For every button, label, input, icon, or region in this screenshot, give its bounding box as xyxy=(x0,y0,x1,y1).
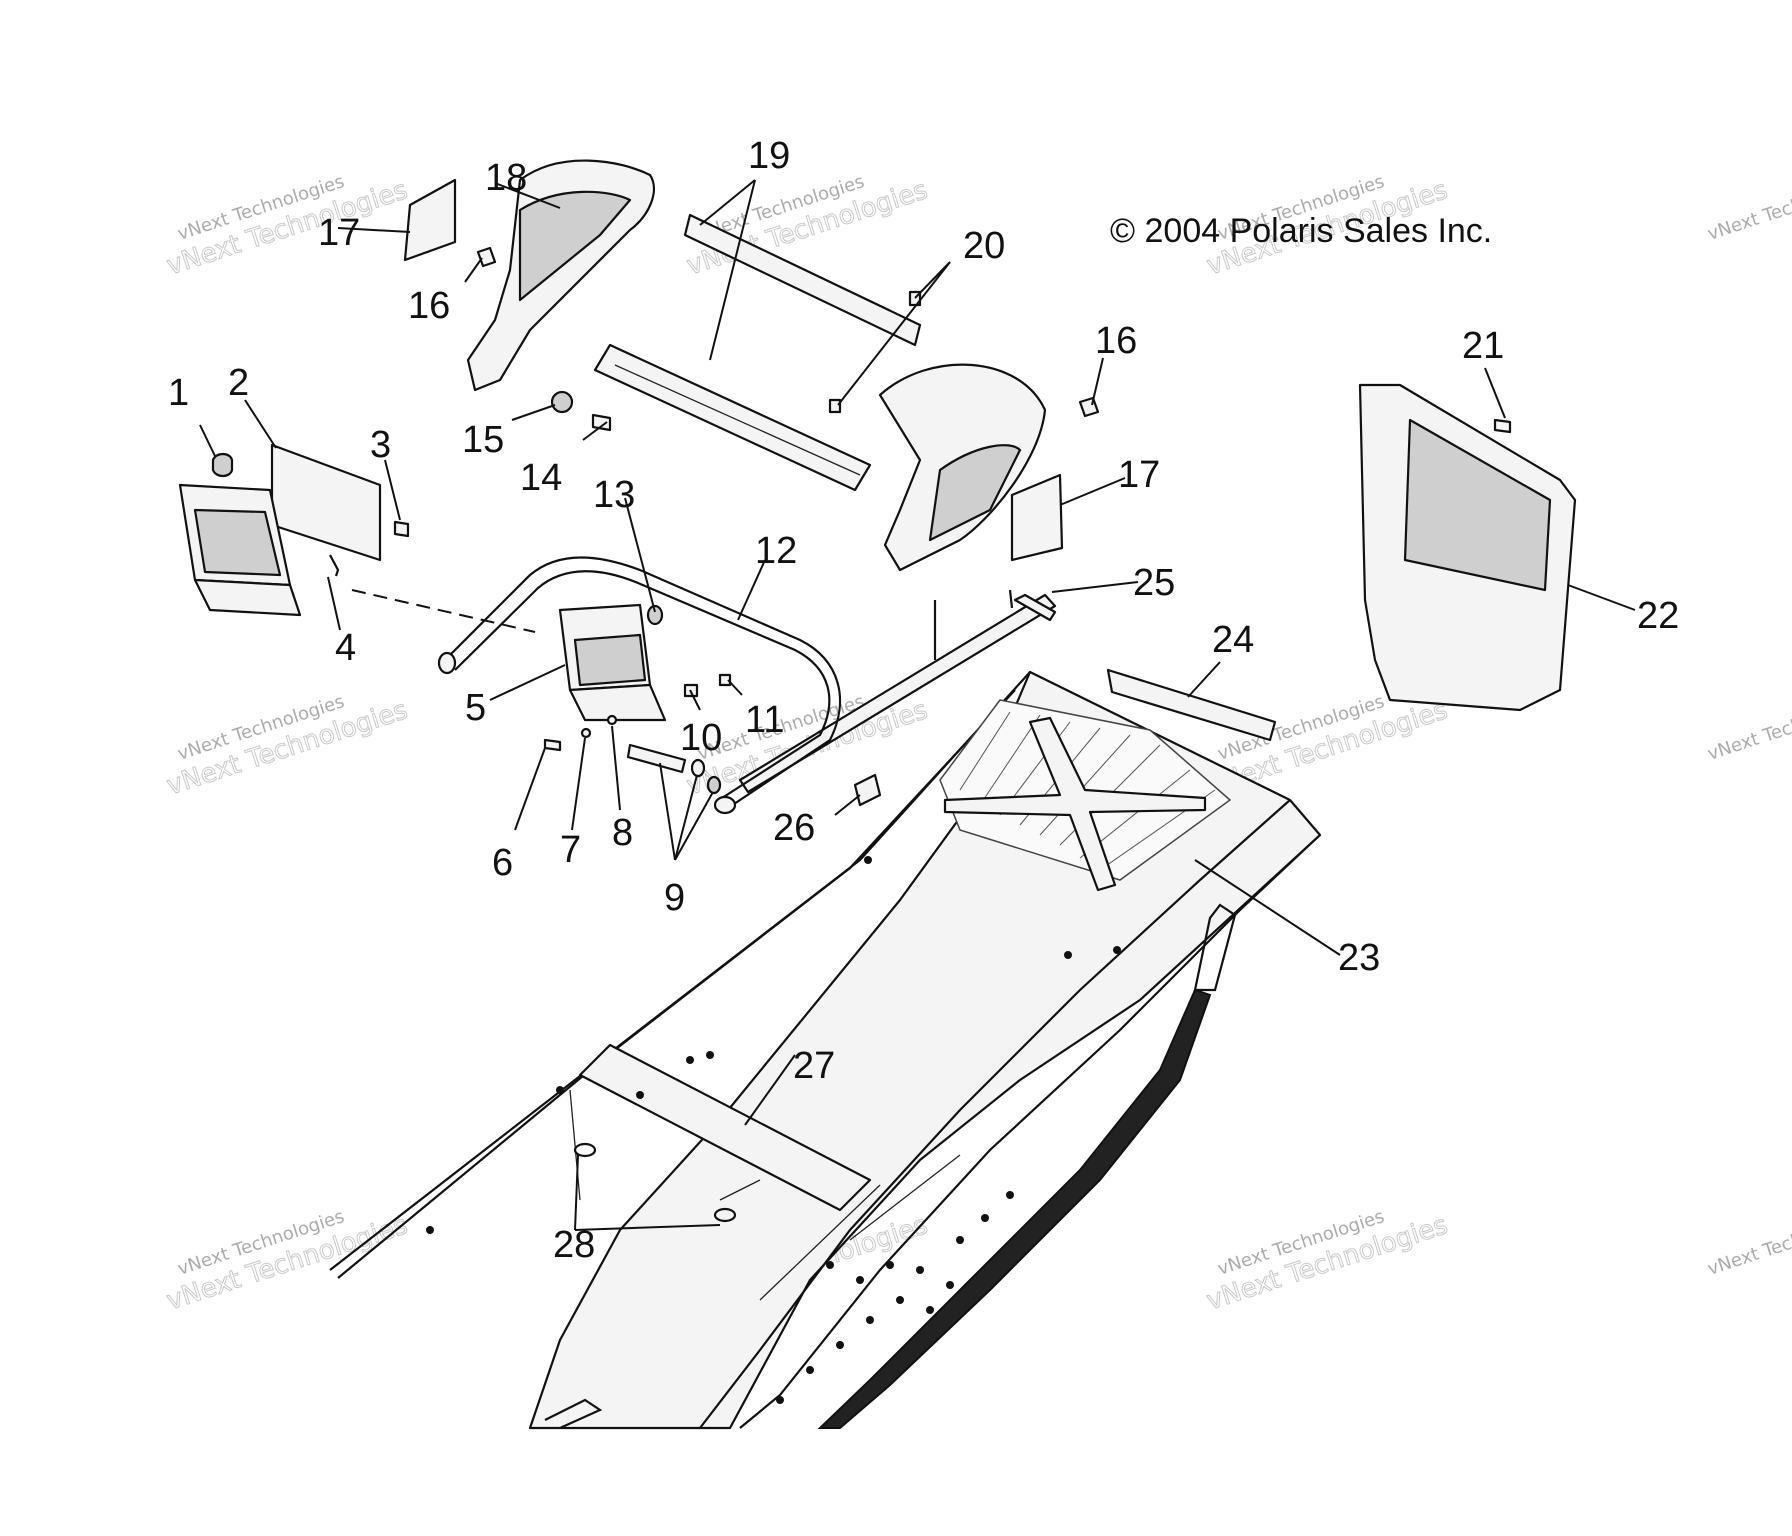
callout-4: 4 xyxy=(335,627,356,669)
part-4-wire xyxy=(329,554,340,577)
callout-11: 11 xyxy=(745,699,784,741)
callout-22: 22 xyxy=(1637,595,1679,637)
tunnel-cross-brace xyxy=(943,716,1207,892)
part-2-lens xyxy=(270,443,382,562)
part-1-bulb xyxy=(211,452,234,478)
callout-3: 3 xyxy=(370,424,391,466)
callout-7: 7 xyxy=(560,829,581,871)
callout-2: 2 xyxy=(228,362,249,404)
watermark: vNext Technologies xyxy=(1705,1206,1792,1280)
crossmember-plate xyxy=(578,1043,872,1212)
callout-26: 26 xyxy=(773,807,815,849)
tunnel-oval-hole xyxy=(573,1142,597,1158)
part-21-screw xyxy=(1493,418,1512,434)
part-20-screw-bottom xyxy=(828,398,842,414)
watermark: vNext Technologies xyxy=(1705,171,1792,245)
callout-17-right: 17 xyxy=(1118,454,1160,496)
watermark: vNext Technologies vNext Technologies xyxy=(1203,1206,1452,1317)
callout-25: 25 xyxy=(1133,562,1175,604)
part-9-washer xyxy=(706,775,722,795)
callout-16-right: 16 xyxy=(1095,320,1137,362)
callout-14: 14 xyxy=(520,457,562,499)
watermark-text: vNext Technologies xyxy=(1705,1206,1792,1280)
part-25-rail xyxy=(738,589,1057,794)
callout-13: 13 xyxy=(593,474,635,516)
part-16-bolt-left xyxy=(476,246,497,268)
callout-1: 1 xyxy=(168,372,189,414)
watermark: vNext Technologies vNext Technologies xyxy=(683,171,932,282)
part-9-washer xyxy=(690,758,706,778)
part-3-screw xyxy=(393,520,410,538)
part-8-washer xyxy=(606,714,618,726)
heat-exchanger-strip xyxy=(817,988,1212,1429)
part-18-handle-left xyxy=(466,159,655,392)
callout-12: 12 xyxy=(755,530,797,572)
callout-24: 24 xyxy=(1212,619,1254,661)
part-15-washer xyxy=(550,390,574,414)
heat-exchanger-tube xyxy=(1193,903,1237,992)
tunnel-holes xyxy=(426,856,1121,1404)
callout-17-left: 17 xyxy=(318,212,360,254)
tunnel-panel-lines xyxy=(569,1089,961,1301)
callout-15: 15 xyxy=(462,419,504,461)
callout-28: 28 xyxy=(553,1224,595,1266)
part-19-bars xyxy=(593,213,922,492)
callout-16-left: 16 xyxy=(408,285,450,327)
part-1-4-light-assembly xyxy=(178,443,410,617)
part-11-nut xyxy=(718,673,732,687)
tunnel-oval-hole xyxy=(713,1207,737,1223)
tunnel-right-edge-2 xyxy=(699,799,1291,1429)
leader-lines xyxy=(199,179,1636,1231)
callout-labels: 1 2 3 4 5 6 7 8 9 10 11 12 13 14 15 16 1… xyxy=(168,135,1679,1266)
callout-10: 10 xyxy=(680,717,722,759)
part-7-washer xyxy=(580,727,592,739)
tunnel-left-edge-lower xyxy=(337,689,1016,1279)
part-9-bolt xyxy=(626,743,687,774)
part-6-pin xyxy=(543,738,562,752)
part-24-bar xyxy=(1106,668,1277,742)
watermark-text: vNext Technologies xyxy=(1705,691,1792,765)
part-12-bumper xyxy=(437,556,842,815)
callout-27: 27 xyxy=(793,1045,835,1087)
part-5-taillight xyxy=(558,603,667,722)
watermark: vNext Technologies vNext Technologies xyxy=(163,1206,412,1317)
callout-18: 18 xyxy=(485,157,527,199)
callout-19: 19 xyxy=(748,135,790,177)
callout-8: 8 xyxy=(612,812,633,854)
part-16-bolt-right xyxy=(1078,396,1100,418)
right-seat-handle xyxy=(878,363,1047,572)
part-17-pad-right xyxy=(1010,473,1064,562)
watermark-text: vNext Technologies xyxy=(1705,171,1792,245)
callout-20: 20 xyxy=(963,225,1005,267)
watermark: vNext Technologies vNext Technologies xyxy=(163,691,412,802)
callout-6: 6 xyxy=(492,842,513,884)
callout-9: 9 xyxy=(664,877,685,919)
watermark: vNext Technologies vNext Technologies xyxy=(163,171,412,282)
callout-23: 23 xyxy=(1338,937,1380,979)
part-17-pad-left xyxy=(403,178,457,262)
part-22-snowflap-inner xyxy=(1403,418,1552,592)
copyright-text: © 2004 Polaris Sales Inc. xyxy=(1110,212,1492,250)
tunnel-slot xyxy=(544,1398,603,1430)
tunnel-assembly xyxy=(329,670,1322,1430)
part-14-screw xyxy=(591,413,612,432)
callout-21: 21 xyxy=(1462,325,1504,367)
part-26-clip xyxy=(853,773,882,807)
tunnel-right-edge xyxy=(739,834,1321,1429)
callout-5: 5 xyxy=(465,687,486,729)
watermark: vNext Technologies xyxy=(1705,691,1792,765)
